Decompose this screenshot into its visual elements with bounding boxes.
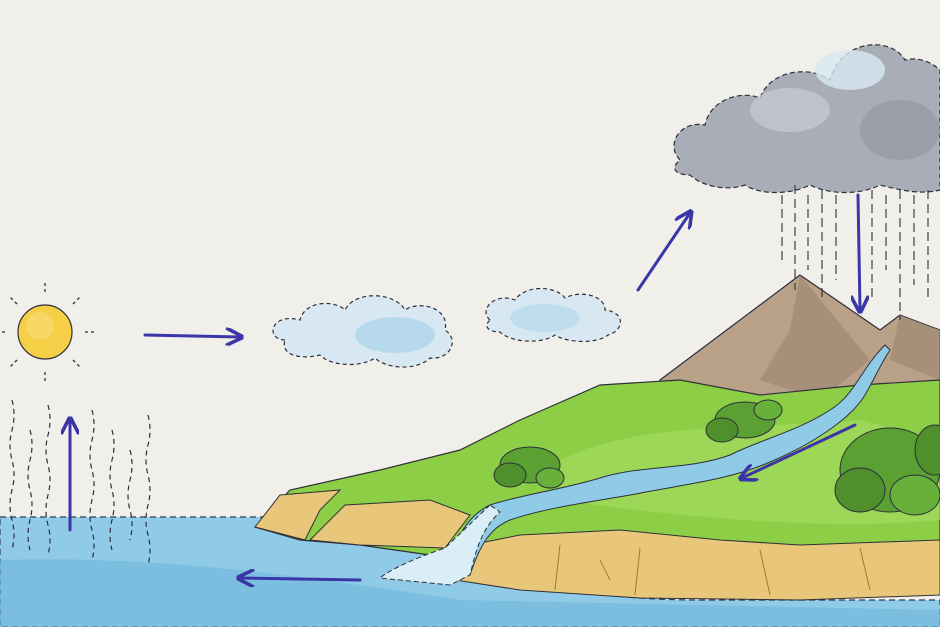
river-flow-arrow xyxy=(742,423,857,478)
evaporation-lines xyxy=(9,399,151,566)
rain-arrow xyxy=(858,193,860,310)
cycle-arrows xyxy=(70,193,860,580)
bush xyxy=(705,399,783,443)
sun-icon xyxy=(0,282,95,382)
trees xyxy=(834,424,940,516)
rise-arrow xyxy=(636,213,690,292)
small-cloud xyxy=(485,287,621,342)
rain-cloud xyxy=(673,44,940,194)
rain xyxy=(781,185,929,320)
waterfall xyxy=(378,504,501,586)
bush xyxy=(493,446,565,489)
small-cloud xyxy=(272,295,453,368)
wind-arrow xyxy=(143,335,240,337)
return-to-sea-arrow xyxy=(240,578,362,580)
sea-shade xyxy=(0,559,940,627)
